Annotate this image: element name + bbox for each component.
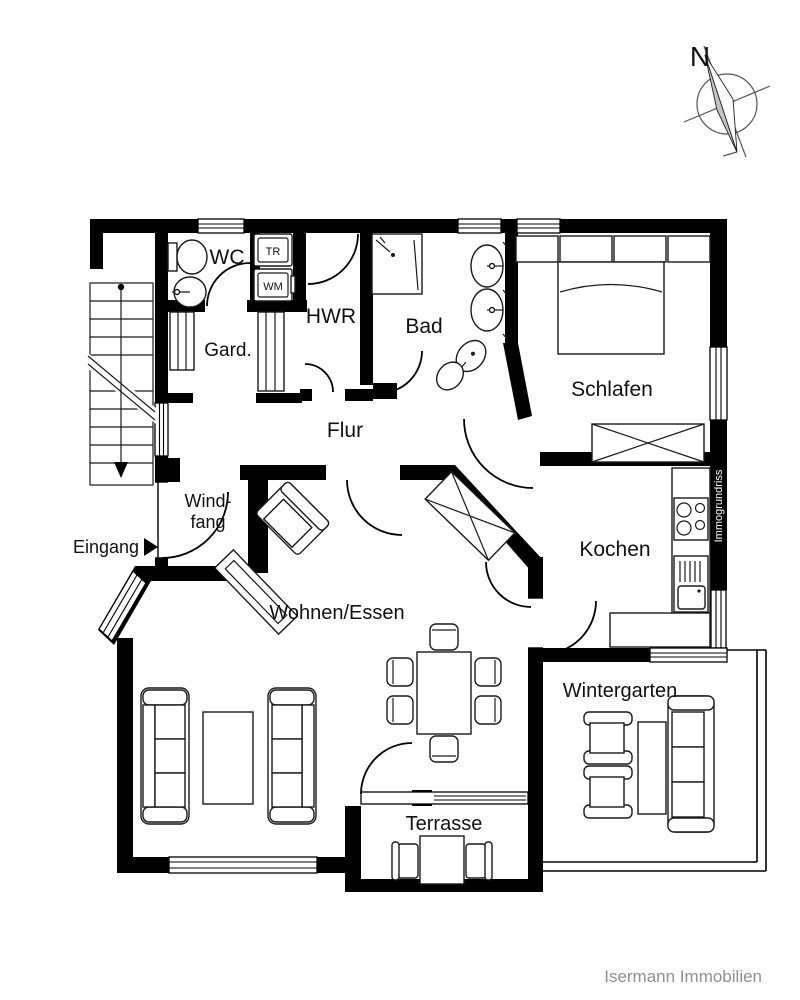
- room-label-flur: Flur: [327, 419, 363, 442]
- wintergarten-glass-walls: [543, 649, 767, 872]
- wintergarten-armchair-2: [583, 765, 633, 819]
- window-sw-diagonal: [98, 569, 147, 643]
- door-arc-hwr: [307, 233, 359, 285]
- dryer-box: [253, 233, 293, 267]
- door-arc-entry: [161, 491, 229, 559]
- washer-box: [253, 268, 296, 302]
- furniture: [140, 233, 715, 885]
- dining-chairs: [386, 623, 502, 763]
- wintergarten-table: [637, 721, 667, 815]
- room-label-wohnen-essen: Wohnen/Essen: [269, 602, 404, 624]
- room-label-wc: WC: [210, 246, 245, 269]
- window-bottom-wohnen: [168, 856, 318, 874]
- room-label-gard: Gard.: [204, 340, 252, 361]
- entrance-arrow-icon: [144, 538, 158, 556]
- watermark-text: Immogrundriss: [713, 469, 725, 542]
- door-arc-schlafen: [463, 418, 534, 489]
- door-arc-wohnen: [346, 479, 403, 536]
- shower-icon: [371, 233, 423, 295]
- window-top-wc: [197, 218, 245, 234]
- terrace-table: [419, 835, 465, 885]
- credit-shadow: Isermann Immobilien: [605, 968, 763, 987]
- sofa-right: [267, 687, 317, 825]
- kitchen-counter: [609, 467, 711, 648]
- room-label-wintergarten: Wintergarten: [563, 680, 678, 702]
- room-label-schlafen: Schlafen: [571, 378, 653, 401]
- window-right-kochen: [710, 589, 727, 649]
- stairs-icon: [87, 282, 156, 486]
- compass-north-label: N: [690, 41, 710, 72]
- room-label-kochen: Kochen: [579, 538, 650, 561]
- door-arc-kochen: [485, 561, 532, 608]
- wintergarten-sofa: [667, 695, 715, 833]
- door-arc-gard: [304, 363, 334, 393]
- terrace-chairs: [391, 841, 493, 881]
- room-label-terrasse: Terrasse: [406, 813, 483, 835]
- door-arc-wintergarten: [542, 600, 597, 655]
- windows: [98, 218, 728, 874]
- room-label-hwr: HWR: [306, 305, 356, 328]
- entrance-label: Eingang: [73, 537, 139, 557]
- bed: [515, 235, 711, 355]
- toilet-icon: [167, 239, 208, 275]
- window-top-bad: [457, 218, 502, 234]
- entrance-annotation: Eingang: [73, 537, 158, 557]
- sofa-left: [140, 687, 190, 825]
- dryer-label: TR: [266, 246, 281, 258]
- room-label-windfang-1: Wind-: [184, 491, 231, 511]
- window-right-schlafen: [709, 346, 728, 421]
- wintergarten-armchair-1: [583, 711, 633, 765]
- compass-icon: N: [683, 41, 771, 158]
- credit-text: Isermann Immobilien: [604, 967, 762, 986]
- stove-icon: [673, 497, 709, 541]
- sideboard: [213, 548, 299, 636]
- window-left-stairs: [154, 402, 169, 457]
- room-labels: WC HWR Gard. Bad Schlafen Flur Wind- fan…: [184, 246, 677, 835]
- flur-cabinet: [424, 470, 516, 562]
- door-arc-wc: [206, 262, 251, 307]
- bad-sinks-icon: [470, 241, 509, 341]
- dining-table: [416, 651, 472, 735]
- room-label-windfang-2: fang: [190, 512, 225, 532]
- kitchen-sink-icon: [673, 555, 709, 613]
- window-top-schlafen: [516, 218, 561, 234]
- bad-bidet-icon: [435, 361, 465, 391]
- window-kochen-bottom: [649, 647, 728, 663]
- sink-icon: [172, 276, 207, 308]
- washer-label: WM: [263, 281, 283, 293]
- terrace-sliding-door: [360, 791, 529, 805]
- room-label-bad: Bad: [405, 315, 442, 338]
- wardrobe: [591, 423, 705, 463]
- armchair: [256, 481, 330, 555]
- doors: [155, 233, 597, 795]
- coffee-table: [202, 711, 254, 805]
- door-arc-bad: [379, 350, 423, 394]
- door-arc-terrasse: [360, 742, 413, 795]
- gard-closet: [169, 311, 285, 392]
